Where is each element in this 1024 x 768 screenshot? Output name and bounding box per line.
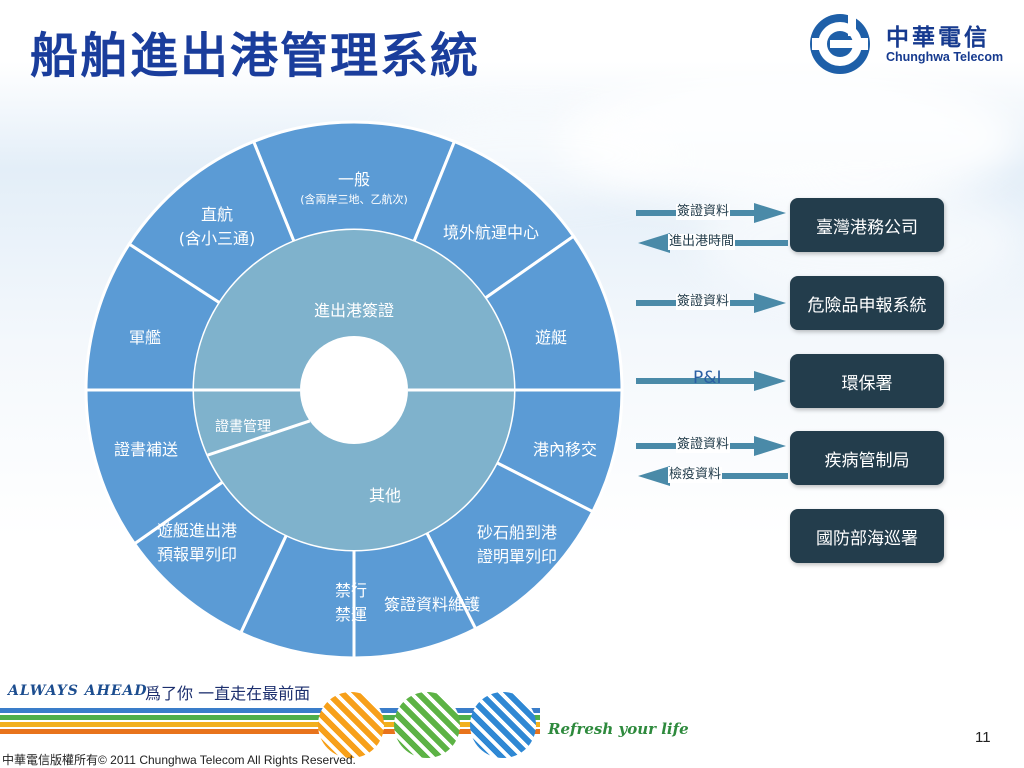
- slogan-zh: 爲了你 一直走在最前面: [145, 684, 311, 703]
- agency-box-hazmat: 危險品申報系統: [790, 276, 944, 330]
- wheel-label-clearance-maintenance: 簽證資料維護: [384, 593, 480, 617]
- wheel-label-warship: 軍艦: [129, 326, 161, 350]
- inner-label-others: 其他: [368, 486, 402, 505]
- arrow-label: 簽證資料: [676, 204, 731, 220]
- slogan-en: ALWAYS AHEAD: [8, 683, 148, 699]
- arrow-label: 簽證資料: [676, 294, 731, 310]
- wheel-label-general: 一般 (含兩岸三地、乙航次): [300, 168, 408, 208]
- wheel-label-ban: 禁行禁運: [335, 579, 367, 627]
- inner-label-port-clearance: 進出港簽證: [313, 301, 395, 320]
- copyright-notice: 中華電信版權所有© 2011 Chunghwa Telecom All Righ…: [2, 753, 356, 767]
- arrow-label: 檢疫資料: [668, 467, 723, 483]
- wheel-label-port-transfer: 港內移交: [533, 438, 597, 462]
- arrow-left-icon: [638, 466, 788, 486]
- wheel-label-yacht: 遊艇: [535, 326, 567, 350]
- arrow-label: 簽證資料: [676, 437, 731, 453]
- wheel-label-main: 遊艇進出港: [156, 521, 238, 540]
- tagline: Refresh your life: [548, 720, 689, 738]
- wheel-label-main: 直航: [200, 205, 233, 224]
- wheel-label-main: 一般: [337, 170, 370, 189]
- wheel-label-sub: (含小三通): [178, 229, 256, 248]
- wheel-label-direct: 直航 (含小三通): [179, 203, 256, 251]
- logo-name-zh: 中華電信: [886, 25, 990, 51]
- wheel-label-sub: 證明單列印: [476, 547, 558, 566]
- inner-divider: [207, 419, 311, 457]
- agency-box-epa: 環保署: [790, 354, 944, 408]
- wheel-center: [300, 336, 408, 444]
- slide-title: 船舶進出港管理系統: [30, 28, 481, 84]
- page-number: 11: [975, 729, 991, 746]
- wheel-label-main: 禁行: [334, 581, 368, 600]
- arrow-label: P&I: [693, 368, 722, 388]
- agency-box-coast-guard: 國防部海巡署: [790, 509, 944, 563]
- wheel-label-yacht-forecast: 遊艇進出港預報單列印: [157, 519, 237, 567]
- agency-box-cdc: 疾病管制局: [790, 431, 944, 485]
- wheel-label-main: 境外航運中心: [442, 223, 540, 242]
- arrow-label: 進出港時間: [668, 234, 736, 250]
- orange-striped-ball-icon: [318, 692, 384, 758]
- wheel-label-sub: (含兩岸三地、乙航次): [300, 193, 408, 206]
- wheel-label-main: 證書補送: [113, 440, 179, 459]
- wheel-label-doc-delivery: 證書補送: [114, 438, 178, 462]
- wheel-label-main: 港內移交: [532, 440, 598, 459]
- green-striped-ball-icon: [394, 692, 460, 758]
- inner-label-cert-management: 證書管理: [215, 419, 271, 435]
- footer-stripes: [0, 708, 540, 734]
- wheel-label-overseas: 境外航運中心: [443, 221, 539, 245]
- blue-striped-ball-icon: [470, 692, 536, 758]
- arrow-right-icon: [636, 371, 786, 391]
- logo-name-en: Chunghwa Telecom: [886, 50, 1004, 64]
- wheel-label-sub: 預報單列印: [156, 545, 238, 564]
- agency-box-port-corp: 臺灣港務公司: [790, 198, 944, 252]
- chunghwa-logo-icon: [810, 14, 870, 74]
- wheel-label-main: 遊艇: [534, 328, 568, 347]
- wheel-label-main: 簽證資料維護: [383, 595, 481, 614]
- company-logo: 中華電信 Chunghwa Telecom: [806, 8, 1006, 80]
- wheel-label-main: 砂石船到港: [476, 523, 558, 542]
- wheel-label-main: 軍艦: [128, 328, 162, 347]
- wheel-label-sub: 禁運: [334, 605, 368, 624]
- wheel-label-gravel-ship: 砂石船到港證明單列印: [477, 521, 557, 569]
